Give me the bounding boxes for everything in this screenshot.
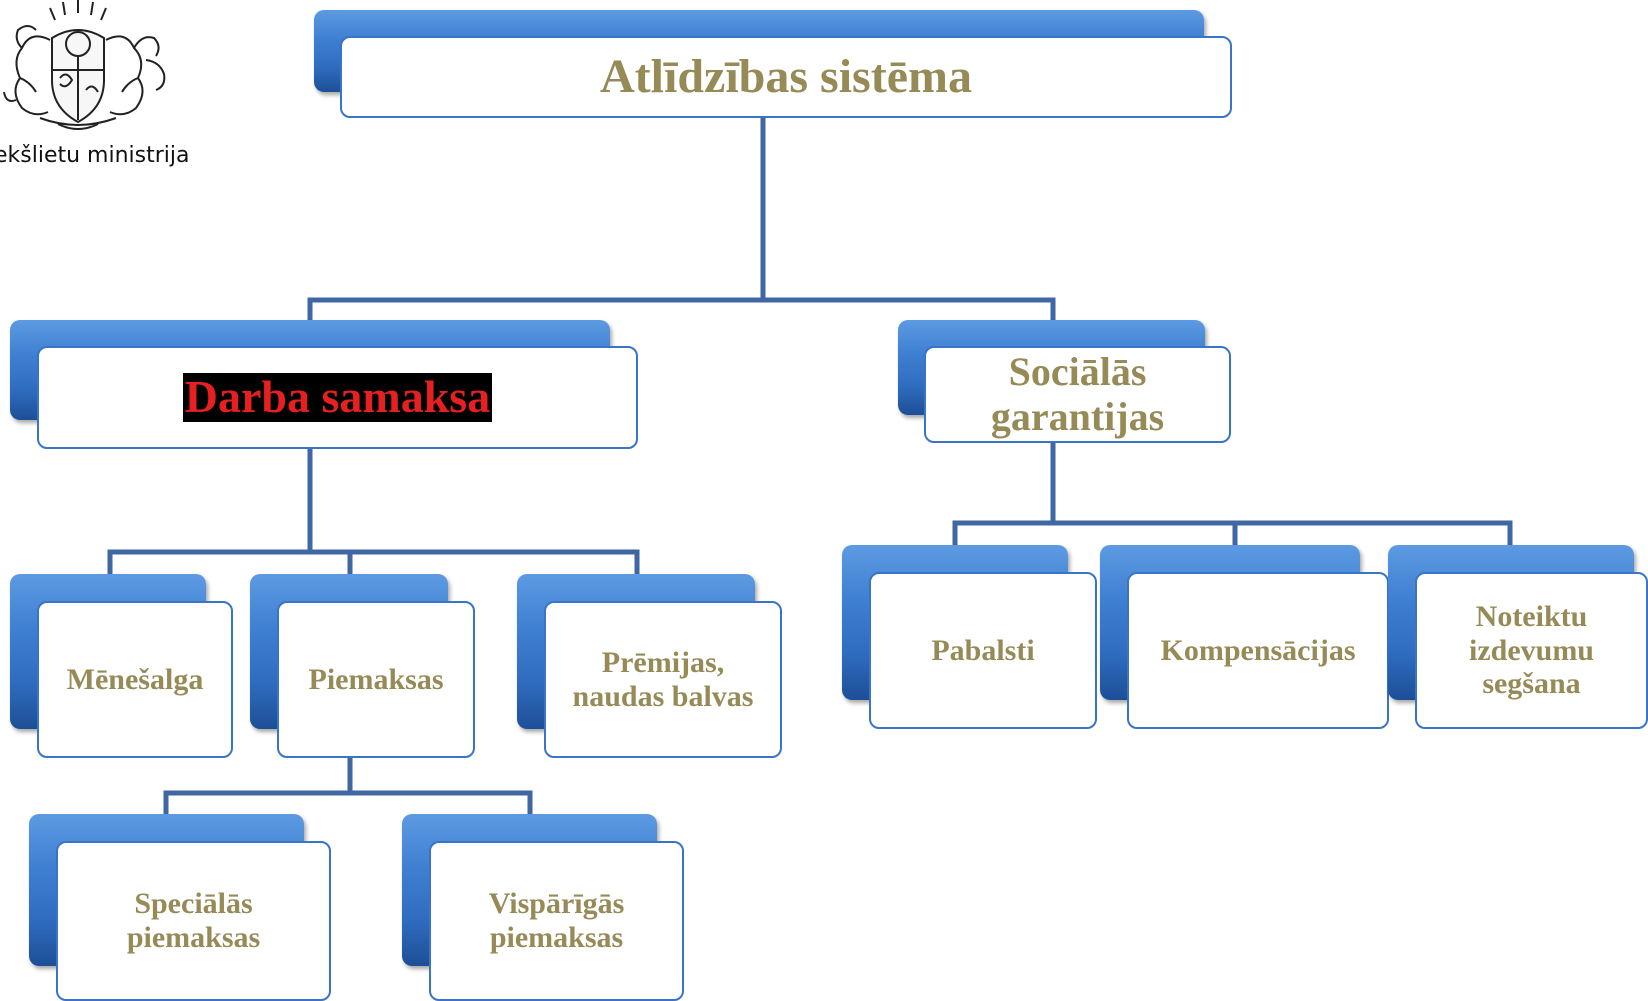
node-noteiktu-izdevumu-segsana: Noteiktu izdevumu segšana — [1388, 545, 1648, 730]
node-pabalsti-label: Pabalsti — [869, 572, 1097, 729]
node-piemaksas: Piemaksas — [250, 574, 480, 759]
node-socialas-garantijas-label: Sociālās garantijas — [924, 346, 1231, 443]
ministry-logo: ekšlietu ministrija — [0, 0, 190, 175]
node-premijas-label: Prēmijas, naudas balvas — [544, 601, 782, 758]
node-root-label: Atlīdzības sistēma — [340, 36, 1232, 118]
node-darba-samaksa-label: Darba samaksa — [182, 371, 493, 423]
node-darba-samaksa-box: Darba samaksa — [37, 346, 638, 449]
node-pabalsti: Pabalsti — [842, 545, 1097, 730]
node-visparigas-piemaksas-label: Vispārīgās piemaksas — [429, 841, 684, 1001]
node-kompensacijas-label: Kompensācijas — [1127, 572, 1389, 729]
node-piemaksas-label: Piemaksas — [277, 601, 475, 758]
coat-of-arms-icon — [3, 0, 166, 130]
node-socialas-garantijas: Sociālās garantijas — [898, 320, 1233, 445]
node-noteiktu-izdevumu-segsana-label: Noteiktu izdevumu segšana — [1415, 572, 1648, 729]
node-menesalga: Mēnešalga — [10, 574, 235, 759]
node-specialas-piemaksas-label: Speciālās piemaksas — [56, 841, 331, 1001]
node-darba-samaksa: Darba samaksa — [10, 320, 640, 455]
node-premijas: Prēmijas, naudas balvas — [517, 574, 787, 759]
logo-text: ekšlietu ministrija — [0, 143, 190, 168]
node-menesalga-label: Mēnešalga — [37, 601, 233, 758]
node-visparigas-piemaksas: Vispārīgās piemaksas — [402, 814, 687, 1001]
node-specialas-piemaksas: Speciālās piemaksas — [29, 814, 334, 1001]
node-root: Atlīdzības sistēma — [314, 10, 1239, 120]
node-kompensacijas: Kompensācijas — [1100, 545, 1390, 730]
